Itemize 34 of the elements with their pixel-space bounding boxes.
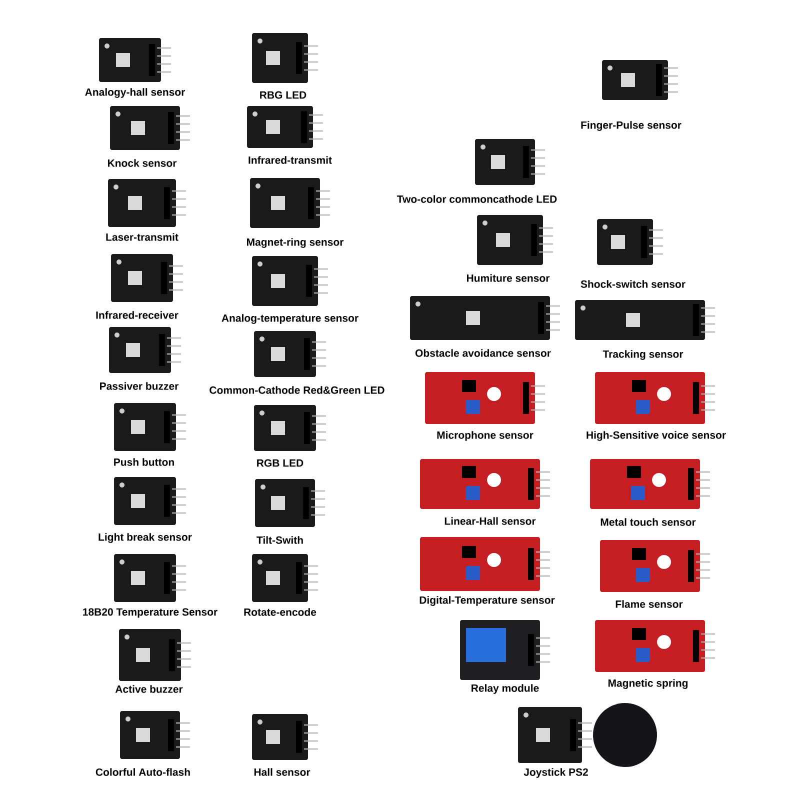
module-label: Tracking sensor [602, 350, 684, 360]
module-label: High-Sensitive voice sensor [586, 431, 726, 441]
module-label: Linear-Hall sensor [444, 517, 536, 525]
module-label: Common-Cathode Red&Green LED [210, 386, 384, 394]
module-label: Active buzzer [115, 685, 183, 693]
module-label: Humiture sensor [467, 274, 550, 282]
module-label: Flame sensor [616, 600, 683, 608]
module-label: Two-color commoncathode LED [397, 195, 557, 203]
module-label: Joystick PS2 [524, 768, 588, 778]
module-label: Obstacle avoidance sensor [415, 349, 551, 357]
module-label: Analogy-hall sensor [85, 88, 185, 98]
module-label: Colorful Auto-flash [96, 768, 190, 776]
module-label: Shock-switch sensor [580, 280, 686, 288]
module-label: Analog-temperature sensor [222, 314, 358, 324]
module-label: Finger-Pulse sensor [581, 121, 682, 131]
module-label: Metal touch sensor [600, 518, 696, 526]
module-label: Magnet-ring sensor [247, 238, 344, 248]
module-label: Light break sensor [98, 533, 192, 543]
module-label: Hall sensor [254, 768, 310, 776]
module-label: Digital-Temperature sensor [420, 596, 555, 606]
module-label: Knock sensor [108, 159, 177, 167]
module-label: RGB LED [257, 459, 304, 467]
module-label: Push button [114, 458, 174, 466]
module-label: Microphone sensor [437, 431, 534, 441]
module-label: 18B20 Temperature Sensor [83, 608, 218, 618]
module-label: Infrared-receiver [96, 311, 178, 319]
module-label: Relay module [472, 684, 539, 694]
module-label: Infrared-transmit [248, 156, 332, 164]
module-label: Laser-transmit [106, 233, 178, 241]
module-label: RBG LED [260, 91, 306, 99]
module-label: Rotate-encode [244, 608, 316, 616]
module-label: Magnetic spring [608, 679, 688, 689]
module-label: Tilt-Swith [256, 536, 303, 544]
module-label: Passiver buzzer [100, 382, 178, 390]
